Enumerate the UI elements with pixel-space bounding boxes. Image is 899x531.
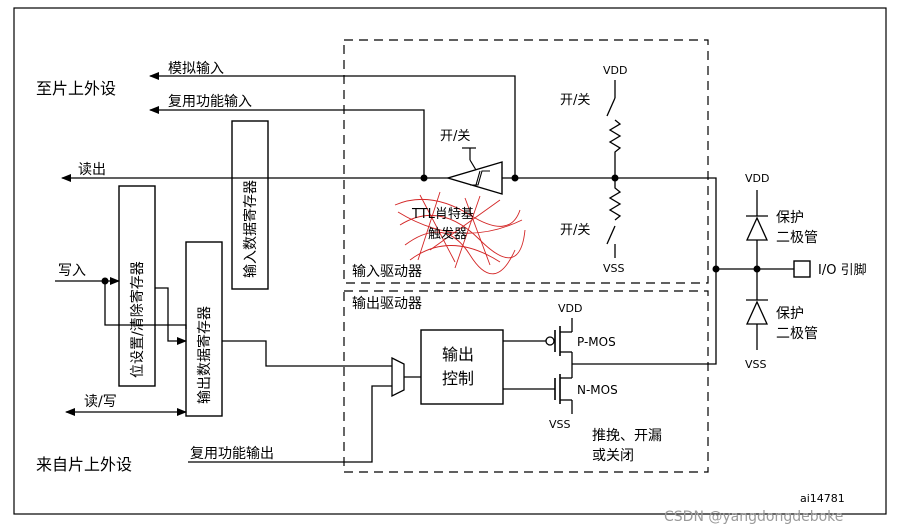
alt-func-output-line [188,385,392,463]
alt-func-input-label: 复用功能输入 [168,93,252,110]
schmitt-trigger [445,161,503,195]
junction-dot [511,174,519,182]
protect-diode-top [745,216,769,241]
switch-bottom-label: 开/关 [560,223,590,238]
write-branch-line [104,281,187,329]
alt-func-input-line [149,106,425,178]
vdd-pullup-label: VDD [603,64,627,77]
protect-bottom-label-2: 二极管 [776,326,818,342]
to-peripheral-label: 至片上外设 [36,79,116,98]
outer-frame [13,7,887,515]
output-mode-label-1: 推挽、开漏 [592,428,662,444]
pmos-gate-bubble [545,336,555,346]
output-mux [391,356,405,398]
schmitt-label-2: 触发器 [428,226,467,242]
bsrr-to-output-reg [155,287,187,345]
io-pin-pad [793,260,811,278]
schmitt-switch-label: 开/关 [440,129,470,144]
analog-input-line [149,72,516,178]
vdd-out-label: VDD [558,302,582,315]
switch-bottom [606,225,616,245]
schmitt-symbol-b [475,170,481,186]
junction-dot [420,174,428,182]
output-control-label-2: 控制 [442,369,474,388]
input-path-line [502,177,717,269]
output-mode-label-2: 或关闭 [592,448,634,464]
output-data-register [185,241,223,417]
analog-input-label: 模拟输入 [168,61,224,77]
output-data-to-mux [222,340,392,367]
read-out-label: 读出 [78,161,106,178]
vss-pulldown-label: VSS [603,262,625,275]
schmitt-enable-line [469,159,477,171]
io-pin-label: I/O 引脚 [818,262,867,278]
input-driver-box [343,39,709,284]
output-driver-box [343,290,709,473]
vss-right-label: VSS [745,358,767,371]
vdd-right-label: VDD [745,172,769,185]
red-scribble [394,191,526,275]
input-driver-label: 输入驱动器 [352,264,422,280]
write-in-label: 写入 [58,263,86,279]
figure-id: ai14781 [800,492,845,505]
input-data-register-label: 输入数据寄存器 [242,180,259,278]
protect-bottom-label-1: 保护 [776,306,804,322]
pullup-resistor [608,119,622,178]
schmitt-label-1: TTL肖特基 [411,207,474,222]
vss-out-label: VSS [549,418,571,431]
read-write-label: 读/写 [84,393,117,410]
protect-top-label-2: 二极管 [776,230,818,246]
switch-top [606,97,616,117]
nmos-label: N-MOS [577,383,618,397]
output-data-register-label: 输出数据寄存器 [196,306,213,404]
switch-top-label: 开/关 [560,93,590,108]
bit-set-reset-register [118,185,156,387]
input-data-register [231,120,269,290]
output-driver-label: 输出驱动器 [352,296,422,312]
alt-func-output-label: 复用功能输出 [190,445,274,462]
protect-diode-bottom [745,300,769,325]
pulldown-resistor [608,178,622,221]
output-control-block [420,329,504,405]
pmos-label: P-MOS [577,335,616,349]
watermark: CSDN @yangdongdeboke [664,509,843,525]
output-control-label-1: 输出 [442,345,474,364]
from-peripheral-label: 来自片上外设 [36,455,132,474]
protect-top-label-1: 保护 [776,210,804,226]
output-drain-line [572,269,717,365]
schmitt-symbol [470,170,490,186]
bit-set-reset-register-label: 位设置/清除寄存器 [129,261,146,378]
